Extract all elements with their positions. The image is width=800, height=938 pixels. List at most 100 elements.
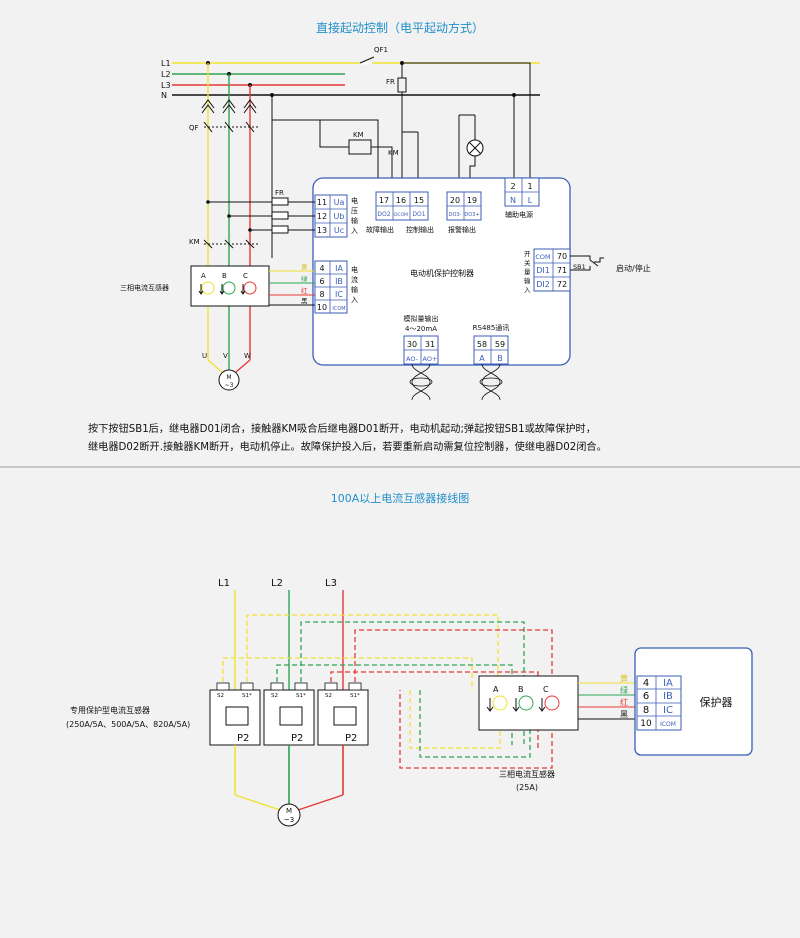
sb1-switch — [570, 255, 604, 271]
rs485-caption: RS485通讯 — [473, 323, 510, 332]
ct-s2-a: A — [493, 685, 499, 694]
term-15: 15 — [414, 196, 424, 205]
term-12: 12 — [317, 212, 327, 221]
sig-di2: DI2 — [536, 280, 550, 289]
caption-current-char: 入 — [351, 296, 358, 304]
term-70: 70 — [557, 252, 567, 261]
fr-top-fuse — [397, 77, 407, 93]
terminal-block-do3: 20 19 DO3- DO3+ — [446, 191, 482, 221]
s2-line-l2: L2 — [271, 578, 283, 589]
s2-word-red: 红 — [620, 697, 628, 707]
caption-switch-input: 开 关 量 输 入 — [524, 250, 531, 294]
prot-sig-ia: IA — [663, 678, 673, 689]
sig-l: L — [528, 196, 533, 205]
qf1-switch — [359, 56, 375, 64]
qf1-label: QF1 — [374, 46, 388, 54]
description-line-1: 按下按钮SB1后，继电器D01闭合，接触器KM吸合后继电器D01断开，电动机起动… — [88, 422, 596, 435]
term-72: 72 — [557, 280, 567, 289]
ct2-s1: S1* — [296, 693, 306, 699]
caption-aux-power: 辅助电源 — [505, 210, 533, 219]
terminal-block-switch: COM DI1 DI2 70 71 72 — [533, 248, 571, 292]
term-58: 58 — [477, 340, 487, 349]
qf-label: QF — [189, 124, 199, 132]
term-1: 1 — [527, 182, 532, 191]
ct2-p2: P2 — [291, 733, 303, 744]
sig-dcom: DCOM — [394, 212, 408, 218]
term-6: 6 — [319, 277, 324, 286]
protector-name: 保护器 — [700, 695, 733, 709]
term-10: 10 — [317, 303, 327, 312]
term-59: 59 — [495, 340, 505, 349]
term-2: 2 — [510, 182, 515, 191]
motor-m-s2: M — [286, 807, 292, 815]
caption-current-char: 流 — [351, 275, 358, 284]
wire-word-green: 绿 — [301, 274, 308, 283]
voltage-junction-dots — [206, 200, 252, 232]
term-8: 8 — [319, 290, 324, 299]
prot-term-10: 10 — [640, 719, 652, 729]
caption-voltage-input: 电 压 输 入 — [351, 196, 358, 235]
ct3-s2: S2 — [325, 693, 332, 699]
term-31: 31 — [425, 340, 435, 349]
ct3-s1: S1* — [350, 693, 360, 699]
motor-sym-s1: ~3 — [225, 382, 234, 389]
caption-current-char: 电 — [351, 265, 358, 274]
s2-word-yellow: 黄 — [620, 673, 628, 683]
qf-switches — [203, 121, 258, 133]
motor-m-s1: M — [226, 374, 231, 381]
sig-com: COM — [535, 253, 550, 261]
ct3-p2: P2 — [345, 733, 357, 744]
caption-alarm-output: 报警输出 — [448, 225, 476, 234]
sig-icom: ICOM — [332, 306, 345, 312]
caption-current-input: 电 流 输 入 — [351, 265, 358, 304]
prot-sig-ic: IC — [663, 705, 673, 716]
prot-term-4: 4 — [643, 678, 649, 689]
s2-word-black: 黑 — [620, 710, 628, 719]
ct-s2-b: B — [518, 685, 524, 694]
voltage-wires — [208, 197, 315, 234]
s2-conductors-through — [234, 745, 344, 805]
sb1-label: SB1 — [573, 263, 586, 271]
wire-word-yellow: 黄 — [301, 262, 308, 271]
ct-s2-c: C — [543, 685, 549, 694]
motor-wires-s1 — [207, 359, 251, 373]
sig-ia: IA — [335, 264, 343, 273]
analog-caption: 模拟量输出 — [404, 314, 439, 323]
ct1-s2: S2 — [217, 693, 224, 699]
power-lines — [172, 62, 540, 96]
lamp-icon — [466, 139, 484, 157]
terminal-block-do: 17 16 15 DO2 DCOM DO1 — [375, 191, 429, 221]
terminal-block-voltage: 11 12 13 Ua Ub Uc — [314, 194, 348, 238]
s2-line-l1: L1 — [218, 578, 230, 589]
caption-voltage-char: 输 — [351, 216, 358, 225]
special-ct-1: S2 S1* P2 — [209, 682, 261, 746]
ct-s2-label-2: (25A) — [516, 783, 538, 792]
junction-dots — [206, 61, 516, 97]
s2-color-words: 黄 绿 红 黑 — [620, 673, 628, 719]
fr-top-label: FR — [386, 78, 395, 86]
prot-sig-ib: IB — [663, 691, 673, 702]
sig-di1: DI1 — [536, 266, 550, 275]
caption-current-char: 输 — [351, 285, 358, 294]
fuse-symbols — [201, 99, 257, 114]
description-line-2: 继电器D02断开.接触器KM断开，电动机停止。故障保护投入后，若要重新启动需复位… — [88, 440, 607, 453]
special-ct-label-1: 专用保护型电流互感器 — [70, 705, 150, 715]
ct1-s1: S1* — [242, 693, 252, 699]
motor-icon-s1: M ~3 — [218, 369, 240, 391]
caption-fault-output: 故障输出 — [366, 225, 394, 234]
km-left-label: KM — [189, 238, 200, 246]
ct-b: B — [222, 272, 227, 280]
controller-name: 电动机保护控制器 — [410, 268, 474, 278]
caption-switch-char: 量 — [524, 268, 531, 276]
special-ct-3: S2 S1* P2 — [317, 682, 369, 746]
term-13: 13 — [317, 226, 327, 235]
phase-u: U — [202, 352, 207, 360]
motor-icon-s2: M ~3 — [277, 803, 301, 827]
phase-v: V — [223, 352, 228, 360]
section1-title: 直接起动控制（电平起动方式） — [316, 20, 484, 35]
sig-do3-plus: DO3+ — [464, 212, 479, 218]
sig-rs485-b: B — [497, 354, 503, 363]
sig-ic: IC — [335, 290, 343, 299]
sig-do2: DO2 — [377, 211, 390, 218]
term-19: 19 — [467, 196, 477, 205]
